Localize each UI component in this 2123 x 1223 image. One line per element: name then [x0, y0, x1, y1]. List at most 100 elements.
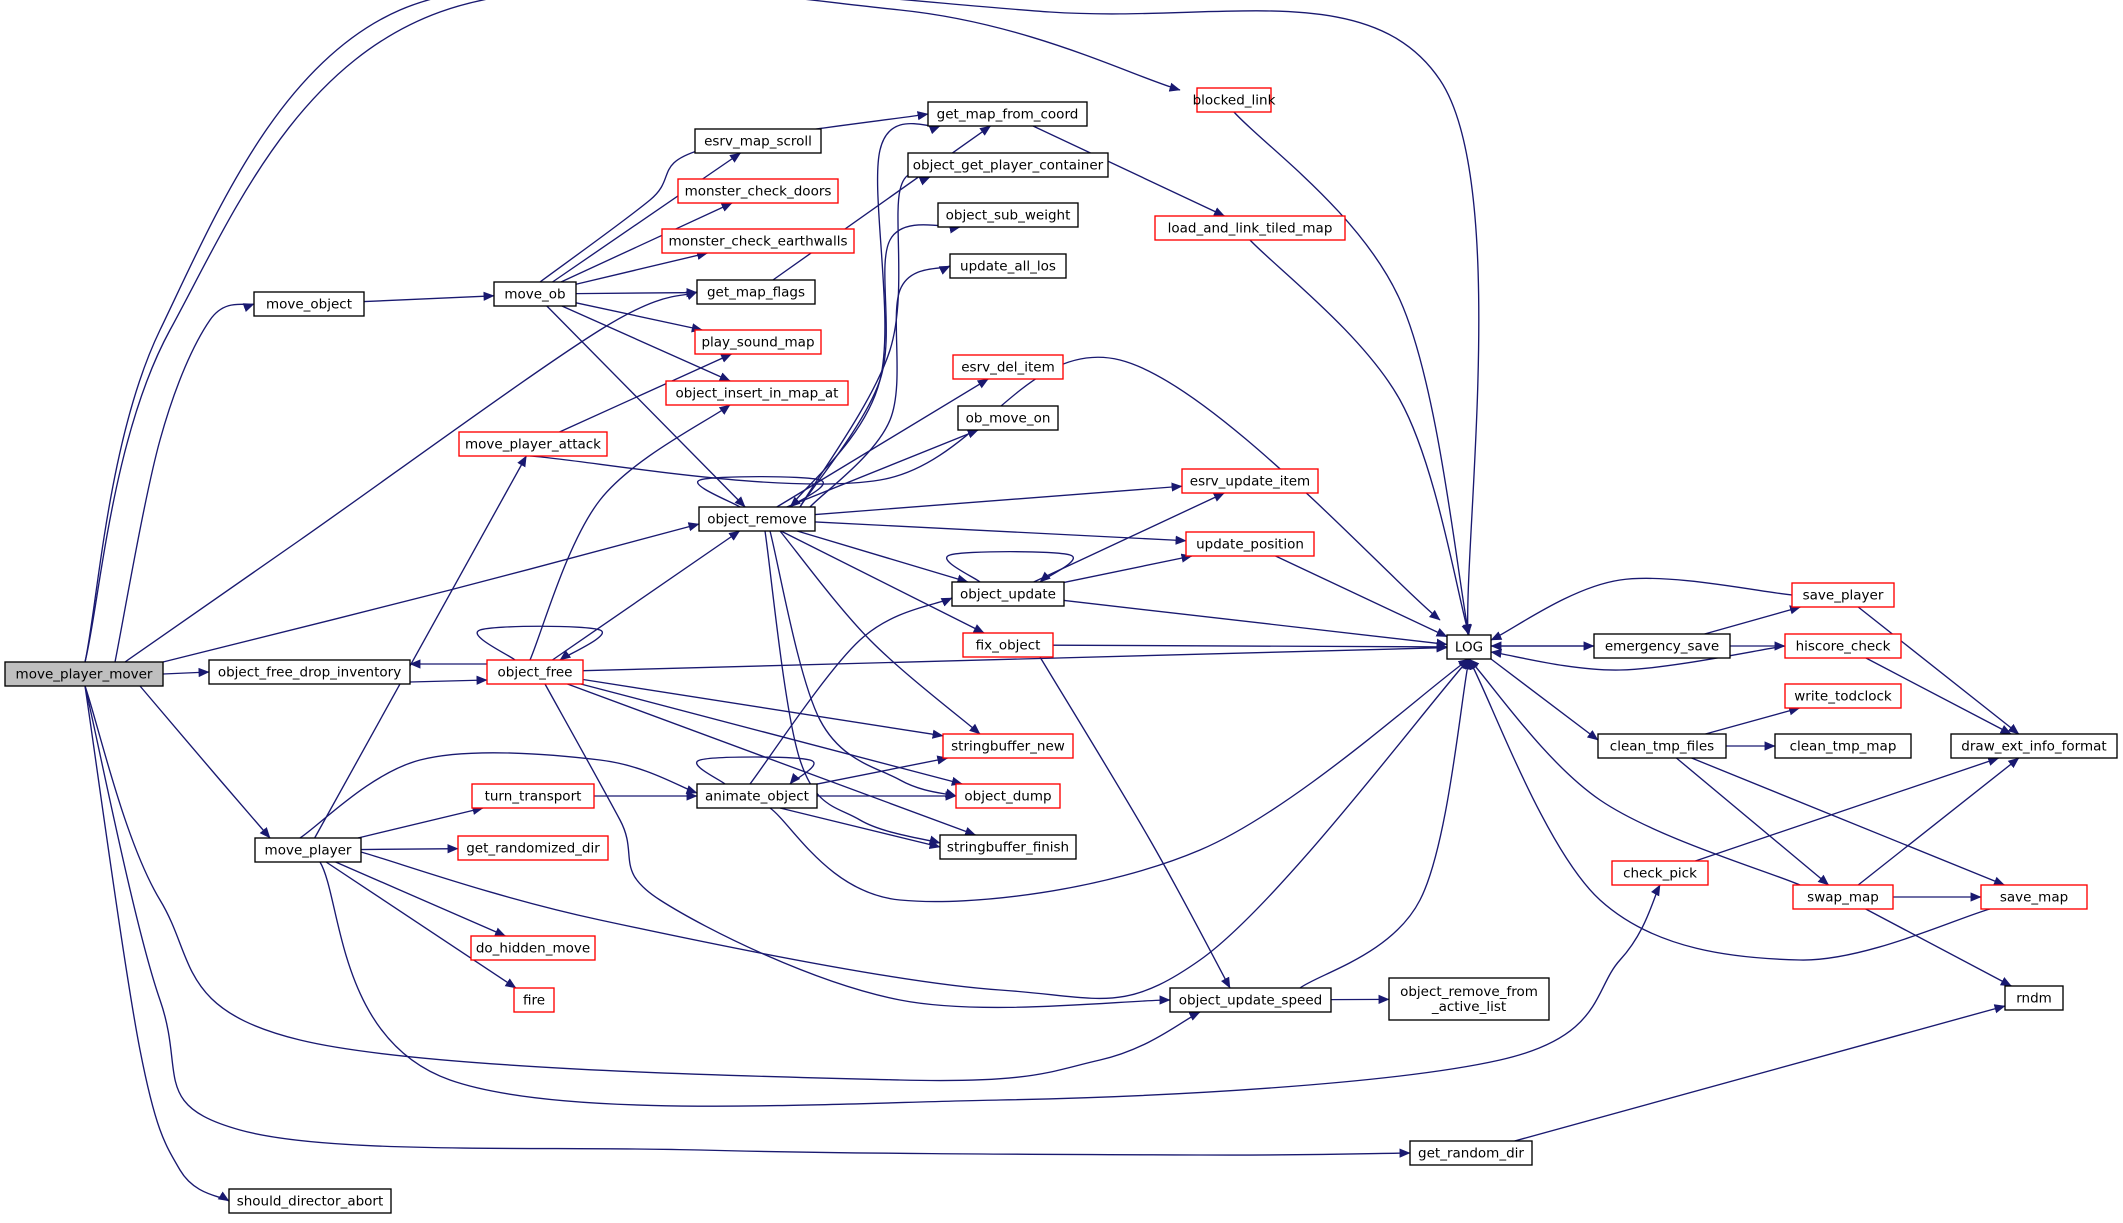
node-load_and_link_tiled_map[interactable]: load_and_link_tiled_map	[1154, 215, 1346, 241]
node-box	[1181, 468, 1319, 494]
node-label: turn_transport	[485, 789, 582, 805]
node-swap_map[interactable]: swap_map	[1792, 884, 1894, 910]
node-esrv_update_item[interactable]: esrv_update_item	[1181, 468, 1319, 494]
node-object_free_drop_inventory[interactable]: object_free_drop_inventory	[208, 659, 411, 685]
node-fix_object[interactable]: fix_object	[962, 632, 1054, 658]
edge-clean_tmp_files-to-save_map	[1691, 757, 2005, 886]
node-ob_move_on[interactable]: ob_move_on	[957, 405, 1059, 431]
node-get_randomized_dir[interactable]: get_randomized_dir	[457, 835, 609, 861]
node-draw_ext_info_format[interactable]: draw_ext_info_format	[1950, 733, 2118, 759]
node-esrv_del_item[interactable]: esrv_del_item	[952, 354, 1064, 380]
node-move_player_mover[interactable]: move_player_mover	[4, 661, 164, 687]
node-label: swap_map	[1807, 890, 1879, 906]
edge-object_remove-to-ob_move_on	[786, 429, 979, 508]
edge-object_free-to-object_update_speed	[544, 683, 1171, 1009]
node-object_update_speed[interactable]: object_update_speed	[1169, 987, 1332, 1013]
edge-hiscore_check-to-draw_ext_info_format	[1865, 657, 2012, 735]
node-fire[interactable]: fire	[513, 987, 555, 1013]
edge-swap_map-to-LOG	[1468, 658, 1801, 886]
node-box	[470, 935, 596, 961]
node-rndm[interactable]: rndm	[2004, 985, 2064, 1011]
node-box	[1593, 633, 1731, 659]
node-stringbuffer_finish[interactable]: stringbuffer_finish	[939, 834, 1077, 860]
node-LOG[interactable]: LOG	[1446, 634, 1492, 660]
node-monster_check_earthwalls[interactable]: monster_check_earthwalls	[661, 228, 855, 254]
node-save_player[interactable]: save_player	[1791, 582, 1895, 608]
node-update_position[interactable]: update_position	[1185, 531, 1315, 557]
node-clean_tmp_map[interactable]: clean_tmp_map	[1774, 733, 1912, 759]
node-object_remove_from_active_list[interactable]: object_remove_from_active_list	[1388, 977, 1550, 1021]
node-label: object_update_speed	[1179, 993, 1322, 1009]
node-label: object_insert_in_map_at	[676, 386, 839, 402]
node-label: esrv_del_item	[961, 360, 1055, 376]
node-move_player_attack[interactable]: move_player_attack	[458, 431, 608, 457]
node-get_map_flags[interactable]: get_map_flags	[696, 279, 816, 305]
edge-object_free-to-object_insert_in_map_at	[529, 404, 731, 661]
node-turn_transport[interactable]: turn_transport	[471, 783, 595, 809]
node-box	[457, 835, 609, 861]
edge-clean_tmp_files-to-swap_map	[1675, 757, 1830, 886]
edge-object_update-to-esrv_update_item	[1033, 492, 1225, 583]
edge-object_free-to-LOG	[582, 643, 1448, 672]
edge-move_ob-to-object_insert_in_map_at	[561, 305, 731, 382]
node-object_get_player_container[interactable]: object_get_player_container	[907, 152, 1109, 178]
node-label: object_get_player_container	[913, 158, 1104, 174]
node-object_sub_weight[interactable]: object_sub_weight	[937, 202, 1079, 228]
node-write_todclock[interactable]: write_todclock	[1784, 683, 1902, 709]
node-box	[939, 834, 1077, 860]
edge-object_remove-to-esrv_update_item	[814, 482, 1183, 516]
node-hiscore_check[interactable]: hiscore_check	[1784, 633, 1902, 659]
node-object_dump[interactable]: object_dump	[955, 783, 1061, 809]
node-box	[1980, 884, 2088, 910]
node-object_update[interactable]: object_update	[951, 581, 1065, 607]
node-object_free[interactable]: object_free	[486, 659, 584, 685]
node-emergency_save[interactable]: emergency_save	[1593, 633, 1731, 659]
edge-object_free-to-object_free	[476, 625, 604, 661]
node-label: move_player	[265, 843, 352, 859]
node-blocked_link[interactable]: blocked_link	[1193, 87, 1276, 113]
node-label: fire	[523, 993, 545, 1009]
node-box	[513, 987, 555, 1013]
node-box	[1784, 683, 1902, 709]
node-label: esrv_update_item	[1190, 474, 1310, 490]
node-esrv_map_scroll[interactable]: esrv_map_scroll	[694, 128, 822, 154]
node-monster_check_doors[interactable]: monster_check_doors	[677, 178, 839, 204]
node-label: save_player	[1803, 588, 1884, 604]
edge-move_ob-to-object_remove	[546, 305, 746, 508]
node-label: object_remove	[707, 512, 807, 528]
node-box	[1196, 87, 1272, 113]
node-play_sound_map[interactable]: play_sound_map	[694, 329, 822, 355]
node-move_object[interactable]: move_object	[253, 291, 365, 317]
node-should_director_abort[interactable]: should_director_abort	[228, 1188, 392, 1214]
node-box	[937, 202, 1079, 228]
node-move_player[interactable]: move_player	[254, 837, 362, 863]
node-get_random_dir[interactable]: get_random_dir	[1409, 1140, 1533, 1166]
node-animate_object[interactable]: animate_object	[696, 783, 818, 809]
node-label: move_player_attack	[465, 437, 601, 453]
node-save_map[interactable]: save_map	[1980, 884, 2088, 910]
node-object_insert_in_map_at[interactable]: object_insert_in_map_at	[665, 380, 849, 406]
edge-object_remove-to-object_update	[796, 530, 969, 584]
node-get_map_from_coord[interactable]: get_map_from_coord	[927, 101, 1088, 127]
node-box	[208, 659, 411, 685]
edge-move_player-to-turn_transport	[357, 805, 484, 839]
node-update_all_los[interactable]: update_all_los	[949, 253, 1067, 279]
node-label: check_pick	[1623, 866, 1697, 882]
node-move_ob[interactable]: move_ob	[493, 281, 577, 307]
node-stringbuffer_new[interactable]: stringbuffer_new	[942, 733, 1074, 759]
node-label: blocked_link	[1193, 93, 1276, 109]
edge-move_player_mover-to-should_director_abort	[84, 685, 230, 1202]
node-box	[1446, 634, 1492, 660]
edge-move_ob-to-esrv_map_scroll	[552, 152, 741, 283]
edge-move_player_mover-to-get_map_flags	[124, 291, 698, 663]
node-clean_tmp_files[interactable]: clean_tmp_files	[1597, 733, 1727, 759]
node-object_remove[interactable]: object_remove	[698, 506, 816, 532]
node-label: write_todclock	[1794, 689, 1892, 705]
node-label: ob_move_on	[966, 411, 1051, 427]
node-label: save_map	[2000, 890, 2068, 906]
edge-move_player-to-LOG	[360, 658, 1470, 1000]
edge-object_remove-to-esrv_del_item	[776, 378, 989, 508]
node-box	[696, 279, 816, 305]
node-do_hidden_move[interactable]: do_hidden_move	[470, 935, 596, 961]
node-check_pick[interactable]: check_pick	[1611, 860, 1709, 886]
